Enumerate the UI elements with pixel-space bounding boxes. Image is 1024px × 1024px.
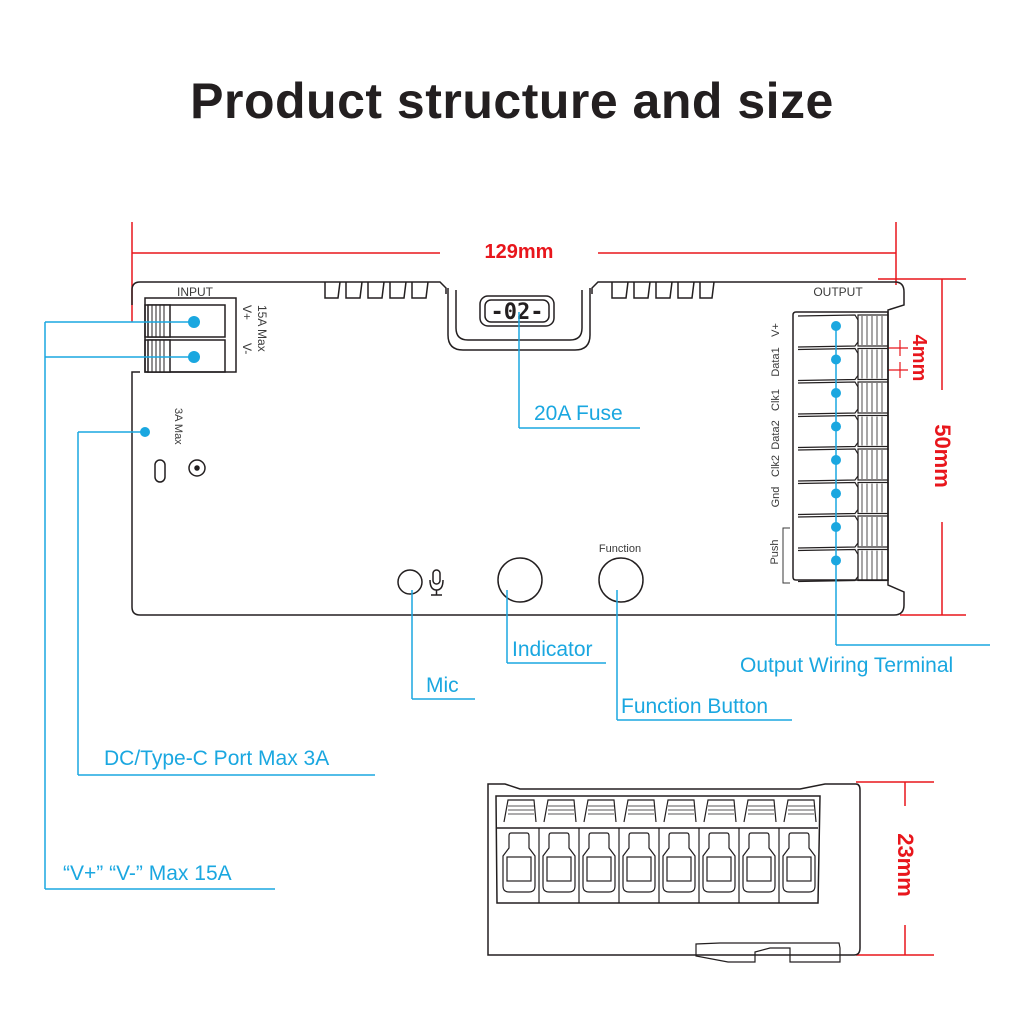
output-terminal-label: Data2 — [770, 420, 782, 449]
side-terminal-5 — [662, 799, 700, 903]
fuse-display: -02- — [491, 300, 544, 325]
side-terminal-8 — [782, 799, 817, 893]
function-label: Function — [599, 543, 641, 555]
push-label: Push — [769, 539, 781, 564]
output-terminal-6 — [797, 481, 889, 516]
output-terminal-1 — [797, 314, 889, 348]
input-terminal-vplus: V+ — [240, 305, 254, 320]
output-terminal-3 — [797, 381, 889, 415]
output-terminal-4 — [797, 414, 889, 449]
output-label: OUTPUT — [813, 285, 863, 299]
output-terminal-5 — [797, 448, 889, 482]
dimension-length — [131, 222, 897, 322]
input-rating: 15A Max — [255, 305, 269, 352]
dimension-pitch — [888, 340, 908, 378]
dimension-height — [856, 781, 934, 956]
output-terminal-7 — [797, 515, 889, 549]
callout-lines — [44, 312, 990, 890]
callout-output-wiring: Output Wiring Terminal — [740, 654, 953, 677]
output-terminal-label: Gnd — [770, 487, 782, 508]
callout-dc-port: DC/Type-C Port Max 3A — [104, 747, 329, 770]
side-terminal-6 — [702, 799, 740, 903]
height-label: 23mm — [893, 833, 918, 897]
side-terminal-1 — [502, 799, 540, 903]
side-view-terminals — [502, 799, 817, 903]
input-terminal-vminus: V- — [240, 343, 254, 354]
callout-function-button: Function Button — [621, 695, 768, 718]
output-terminal-label: V+ — [770, 323, 782, 337]
pitch-label: 4mm — [908, 335, 930, 382]
output-terminal-label: Clk2 — [770, 455, 782, 477]
dimension-width — [878, 278, 966, 616]
output-terminal-label: Clk1 — [770, 389, 782, 411]
device-top-view — [131, 281, 905, 616]
side-terminal-2 — [542, 799, 580, 903]
device-side-view — [487, 783, 861, 963]
mic-icon — [429, 569, 444, 596]
side-terminal-3 — [582, 799, 620, 903]
callout-dots — [140, 316, 200, 437]
callout-input-max: “V+” “V-” Max 15A — [63, 862, 232, 885]
output-terminal-block — [797, 314, 889, 583]
port-rating: 3A Max — [172, 408, 184, 445]
length-label: 129mm — [485, 241, 554, 263]
side-terminal-7 — [742, 799, 780, 903]
input-label: INPUT — [177, 285, 214, 299]
callout-mic: Mic — [426, 674, 459, 697]
output-terminal-2 — [797, 347, 889, 382]
width-label: 50mm — [930, 424, 955, 488]
output-terminal-8 — [797, 548, 889, 583]
push-bracket — [782, 527, 790, 584]
side-terminal-4 — [622, 799, 660, 903]
output-terminal-label: Data1 — [770, 347, 782, 376]
page-title: Product structure and size — [190, 73, 834, 129]
callout-indicator: Indicator — [512, 638, 593, 661]
callout-fuse: 20A Fuse — [534, 402, 623, 425]
